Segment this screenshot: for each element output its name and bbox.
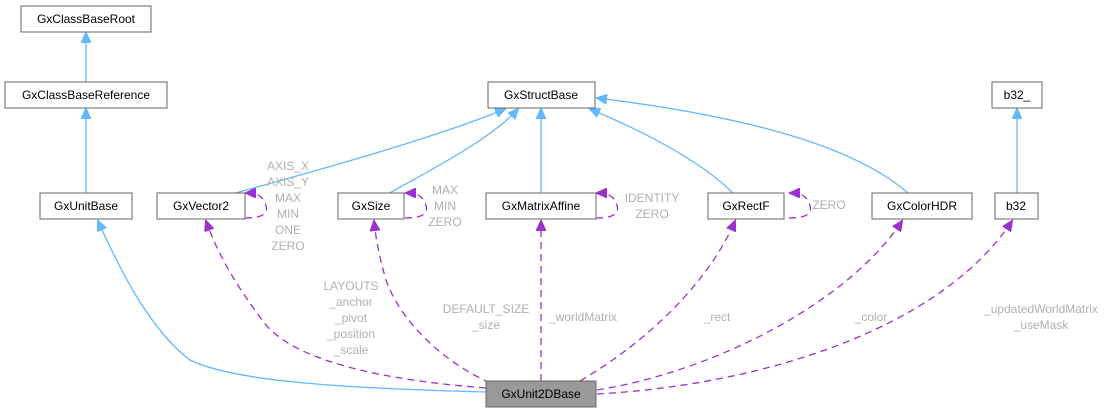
label-layouts: LAYOUTS — [323, 279, 378, 293]
label-size: _size — [471, 318, 500, 332]
edge-unit2d-to-unitbase — [98, 221, 487, 393]
label-axis-y: AXIS_Y — [267, 175, 309, 189]
label-use-mask: _useMask — [1013, 318, 1070, 332]
edge-rectf-self — [789, 193, 812, 219]
label-max: MAX — [432, 183, 458, 197]
labels-vector2-use: LAYOUTS _anchor _pivot _position _scale — [323, 279, 378, 357]
edge-unit2d-to-b32 — [596, 221, 1012, 395]
node-label: b32 — [1006, 199, 1026, 213]
label-identity: IDENTITY — [625, 191, 680, 205]
label-scale: _scale — [333, 343, 369, 357]
node-gx-class-base-root[interactable]: GxClassBaseRoot — [20, 5, 152, 33]
node-gx-color-hdr[interactable]: GxColorHDR — [871, 192, 973, 220]
edge-size-to-structbase — [387, 109, 518, 195]
node-label: GxStructBase — [504, 88, 578, 102]
node-label: GxClassBaseRoot — [37, 12, 136, 26]
node-label: b32_ — [1004, 88, 1031, 102]
node-label: GxRectF — [722, 199, 769, 213]
label-max: MAX — [275, 191, 301, 205]
labels-vector2-self: AXIS_X AXIS_Y MAX MIN ONE ZERO — [267, 159, 309, 253]
edge-unit2d-to-size — [374, 221, 491, 384]
node-gx-unit2d-base[interactable]: GxUnit2DBase — [485, 380, 597, 408]
labels-size-self: MAX MIN ZERO — [428, 183, 461, 229]
node-label: GxUnit2DBase — [501, 387, 581, 401]
edge-unit2d-to-rectf — [579, 221, 735, 382]
edge-size-self — [405, 193, 428, 219]
labels-rectf-self: ZERO — [812, 198, 845, 212]
labels-matrix-self: IDENTITY ZERO — [625, 191, 680, 221]
label-min: MIN — [277, 207, 299, 221]
edge-matrix-self — [596, 193, 619, 219]
label-position: _position — [326, 327, 375, 341]
label-rect: _rect — [703, 310, 731, 324]
label-zero: ZERO — [635, 207, 668, 221]
node-label: GxClassBaseReference — [22, 88, 150, 102]
node-gx-unit-base[interactable]: GxUnitBase — [39, 192, 133, 220]
node-b32-underscore[interactable]: b32_ — [991, 81, 1043, 109]
node-gx-struct-base[interactable]: GxStructBase — [487, 81, 596, 109]
label-anchor: _anchor — [328, 295, 372, 309]
node-b32[interactable]: b32 — [994, 192, 1039, 220]
node-gx-class-base-reference[interactable]: GxClassBaseReference — [4, 81, 168, 109]
label-zero: ZERO — [428, 215, 461, 229]
node-gx-matrix-affine[interactable]: GxMatrixAffine — [485, 192, 597, 220]
node-label: GxMatrixAffine — [502, 199, 581, 213]
node-label: GxColorHDR — [887, 199, 957, 213]
edge-rectf-to-structbase — [590, 109, 735, 195]
edge-unit2d-to-colorhdr — [596, 221, 902, 391]
edge-vector2-self — [245, 193, 268, 219]
label-pivot: _pivot — [334, 311, 368, 325]
label-one: ONE — [275, 223, 301, 237]
edge-colorhdr-to-structbase — [597, 98, 910, 195]
label-world-matrix: _worldMatrix — [548, 310, 617, 324]
node-gx-size[interactable]: GxSize — [337, 192, 405, 220]
node-gx-vector2[interactable]: GxVector2 — [156, 192, 246, 220]
label-zero: ZERO — [271, 239, 304, 253]
label-axis-x: AXIS_X — [267, 159, 309, 173]
label-zero: ZERO — [812, 198, 845, 212]
edge-vector2-to-structbase — [231, 109, 505, 195]
node-gx-rect-f[interactable]: GxRectF — [707, 192, 785, 220]
label-default-size: DEFAULT_SIZE — [443, 302, 529, 316]
node-label: GxUnitBase — [54, 199, 118, 213]
labels-b32-use: _updatedWorldMatrix _useMask — [983, 302, 1098, 332]
labels-size-use: DEFAULT_SIZE _size — [443, 302, 529, 332]
label-color: _color — [854, 310, 888, 324]
label-min: MIN — [434, 199, 456, 213]
node-label: GxVector2 — [173, 199, 229, 213]
node-label: GxSize — [352, 199, 391, 213]
label-updated-world-matrix: _updatedWorldMatrix — [983, 302, 1098, 316]
